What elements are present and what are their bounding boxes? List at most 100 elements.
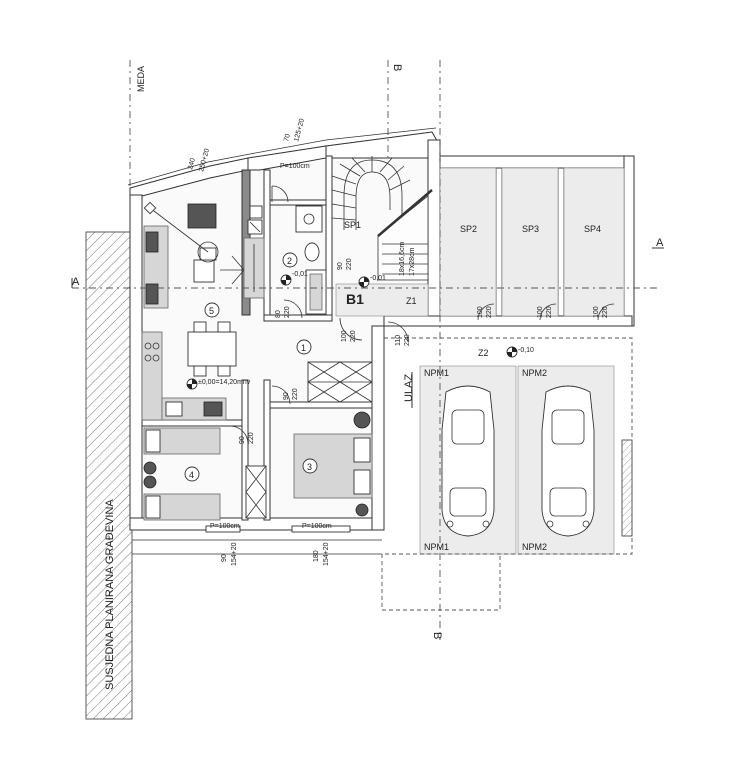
section-a-right: A bbox=[656, 237, 664, 249]
window-bottom-1 bbox=[205, 525, 241, 533]
level-marker bbox=[506, 346, 518, 358]
wall-sp3-sp4 bbox=[557, 167, 565, 317]
lamp bbox=[197, 241, 219, 263]
svg-text:3: 3 bbox=[307, 462, 312, 472]
wall-north-stair bbox=[325, 131, 441, 159]
dim-p-bottom-1: P=100cm bbox=[210, 523, 240, 530]
wall-stair-east bbox=[427, 139, 441, 327]
dim-door-b1-1: 100 bbox=[341, 330, 348, 342]
armchair bbox=[187, 203, 217, 229]
dim-win-top-2: 70 bbox=[283, 133, 292, 142]
room-number-4: 4 bbox=[184, 466, 200, 482]
wardrobe-x bbox=[339, 381, 373, 403]
label-sp2: SP2 bbox=[460, 224, 477, 234]
dim-p-bottom-2: P=100cm bbox=[302, 523, 332, 530]
dim-door-bath-2: 220 bbox=[284, 306, 291, 318]
hob-ring bbox=[144, 342, 152, 350]
wall-garage-north bbox=[439, 155, 633, 169]
garden-bench bbox=[621, 439, 633, 537]
dim-door-r3-2: 220 bbox=[292, 388, 299, 400]
car-icon bbox=[441, 385, 495, 537]
hob-ring bbox=[152, 354, 160, 362]
dining-table bbox=[187, 331, 237, 367]
sp3-floor bbox=[501, 167, 559, 317]
pillow bbox=[353, 469, 371, 495]
chair bbox=[217, 321, 231, 333]
dim-door-sp2-1: 100 bbox=[477, 306, 484, 318]
pillow bbox=[353, 437, 371, 463]
level-bath: -0,01 bbox=[292, 271, 308, 278]
chair bbox=[217, 365, 231, 377]
dim-door-r4-1: 90 bbox=[239, 436, 246, 444]
wall-r4-n bbox=[141, 419, 243, 427]
dim-door-sp4-2: 220 bbox=[602, 306, 609, 318]
section-b-top: B bbox=[391, 64, 403, 71]
dim-door-sp4-1: 100 bbox=[593, 306, 600, 318]
level-marker bbox=[358, 276, 370, 288]
dim-door-b1r-2: 220 bbox=[404, 334, 411, 346]
wardrobe-x bbox=[245, 465, 267, 493]
label-npm1: NPM1 bbox=[424, 368, 449, 378]
sofa-cushion bbox=[145, 283, 159, 305]
dim-win-bot-2: 180 bbox=[313, 550, 320, 562]
dim-door-r3-1: 90 bbox=[283, 392, 290, 400]
stair-handrail bbox=[377, 189, 433, 237]
hob-ring bbox=[144, 354, 152, 362]
level-marker bbox=[280, 274, 292, 286]
svg-text:5: 5 bbox=[209, 306, 214, 316]
nightstand bbox=[143, 461, 157, 475]
stair-flight bbox=[377, 195, 429, 281]
wall-r4-e bbox=[241, 379, 249, 521]
wall-garage-east bbox=[623, 155, 635, 327]
room-number-5: 5 bbox=[204, 302, 220, 318]
cabinet bbox=[249, 205, 263, 219]
kitchen-counter bbox=[141, 331, 163, 421]
svg-text:2: 2 bbox=[287, 256, 292, 266]
dim-win-top-2b: 125+20 bbox=[293, 118, 306, 143]
nightstand bbox=[353, 411, 371, 429]
side-table bbox=[199, 247, 217, 261]
label-npm2-bottom: NPM2 bbox=[522, 542, 547, 552]
window-bottom-2 bbox=[291, 525, 351, 533]
plot-outline-2 bbox=[381, 554, 501, 611]
stair-flight-treads bbox=[382, 243, 428, 275]
sp2-floor bbox=[439, 167, 497, 317]
label-npm2: NPM2 bbox=[522, 368, 547, 378]
dim-stairs-2: 17x28cm bbox=[409, 247, 416, 276]
pillow bbox=[145, 495, 161, 519]
dim-stairs-1: 18x16,6cm bbox=[399, 242, 406, 276]
roof-outline bbox=[127, 127, 437, 186]
lamp-arm bbox=[149, 207, 209, 253]
label-z2: Z2 bbox=[478, 348, 489, 358]
lamp-base bbox=[143, 201, 157, 215]
washbasin-bowl bbox=[303, 213, 315, 225]
kitchen-sink bbox=[165, 401, 183, 417]
wall-int-3 bbox=[325, 155, 333, 317]
toilet bbox=[304, 242, 320, 262]
wardrobe-x bbox=[245, 491, 267, 519]
dim-door-sp3-1: 100 bbox=[537, 306, 544, 318]
section-b-bottom: B bbox=[431, 632, 443, 639]
level-stair: -0,01 bbox=[370, 275, 386, 282]
wall-bath-n bbox=[269, 199, 327, 206]
dim-door-b1r-1: 110 bbox=[395, 335, 402, 346]
dim-win-bot-2b: 154+20 bbox=[323, 542, 330, 566]
shower-tray bbox=[309, 273, 323, 311]
meda-label: MEDA bbox=[136, 66, 146, 92]
label-ulaz: ULAZ bbox=[403, 374, 415, 402]
chair bbox=[193, 321, 207, 333]
wall-west-2 bbox=[129, 194, 143, 531]
label-b1: B1 bbox=[346, 291, 364, 307]
level-marker bbox=[186, 378, 198, 390]
room-number-1: 1 bbox=[296, 339, 312, 355]
label-npm1-bottom: NPM1 bbox=[424, 542, 449, 552]
sofa-cushion bbox=[145, 231, 159, 253]
level-main: ±0,00=14,20mnv bbox=[198, 379, 251, 386]
dim-door-wc-2: 220 bbox=[346, 258, 353, 270]
kitchen-appliance bbox=[203, 401, 223, 417]
dim-win-top-1: 240 bbox=[187, 157, 197, 170]
level-z2: -0,10 bbox=[518, 347, 534, 354]
stair-treads bbox=[331, 156, 411, 221]
svg-text:1: 1 bbox=[301, 343, 306, 353]
